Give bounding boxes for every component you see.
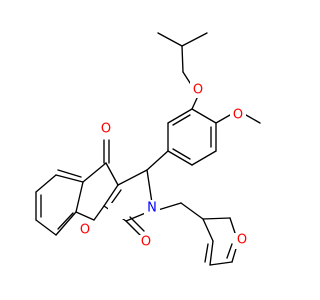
molecule-canvas: O O O O N O O	[35, 32, 261, 266]
bond	[82, 162, 107, 183]
bond	[103, 184, 119, 207]
bond	[181, 45, 184, 73]
pyranone-ring	[75, 162, 119, 221]
bond	[57, 169, 82, 178]
bond	[146, 169, 153, 204]
bond	[191, 150, 217, 166]
benzo-ring	[35, 169, 84, 236]
bond	[181, 32, 208, 47]
bond	[191, 95, 199, 110]
bond	[202, 217, 231, 220]
bond	[93, 205, 105, 221]
bond	[57, 212, 74, 230]
bond	[35, 174, 57, 193]
bond	[209, 240, 214, 266]
bond	[191, 108, 217, 124]
bond	[146, 150, 169, 171]
bond	[75, 181, 84, 213]
bond	[55, 211, 77, 236]
bond	[105, 162, 119, 186]
bond	[245, 114, 261, 124]
ketone-oxygen-label: O	[101, 122, 111, 137]
bond	[172, 114, 191, 126]
bond	[167, 108, 193, 124]
methoxyphenyl-ring	[167, 108, 217, 166]
structure-drawing: O O O O N O O	[35, 32, 261, 266]
bond	[204, 243, 209, 263]
methoxy-oxygen-label: O	[233, 108, 243, 123]
bond	[117, 169, 148, 186]
lactam-oxygen-label: O	[141, 235, 151, 250]
bond	[202, 218, 214, 242]
bond	[180, 202, 204, 220]
bond	[125, 220, 141, 236]
bond	[55, 174, 84, 183]
bond	[172, 148, 191, 160]
bond	[215, 114, 231, 124]
atom-labels: O O O O N O O	[77, 82, 250, 251]
bond	[75, 211, 95, 221]
ether-oxygen-label: O	[193, 83, 203, 98]
bond	[129, 216, 145, 232]
bond	[167, 150, 193, 166]
furan-ring	[202, 217, 239, 266]
bond	[110, 189, 122, 205]
lactam-nitrogen-label: N	[147, 201, 157, 216]
bond	[35, 219, 57, 236]
bond	[209, 261, 233, 266]
bond	[157, 202, 182, 211]
isobutyl-group	[157, 32, 208, 87]
chromene-oxygen-label: O	[80, 223, 90, 238]
bond	[226, 243, 233, 259]
furan-oxygen-label: O	[237, 233, 247, 248]
bond	[157, 32, 183, 47]
